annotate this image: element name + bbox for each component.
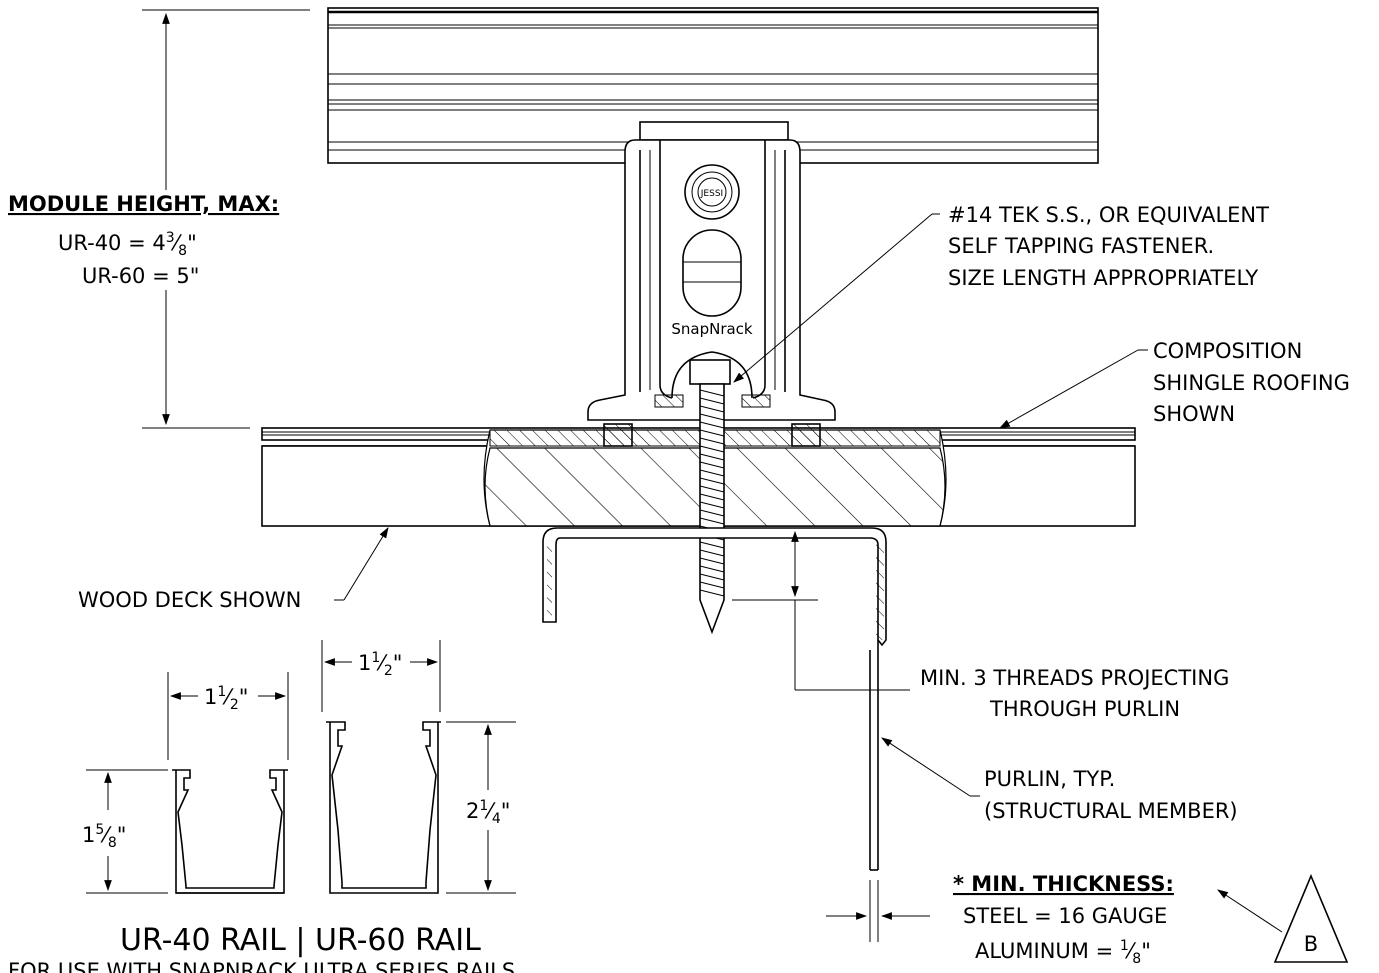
purlin — [542, 527, 887, 942]
rail-caption: UR-40 RAIL | UR-60 RAIL — [120, 923, 481, 958]
tek-screw — [689, 359, 731, 635]
roofing-line-2: SHINGLE ROOFING — [1153, 371, 1350, 395]
roofing-line-1: COMPOSITION — [1153, 339, 1302, 363]
purlin-line-2: (STRUCTURAL MEMBER) — [984, 799, 1238, 823]
purlin-line-1: PURLIN, TYP. — [984, 767, 1115, 791]
fastener-leader — [733, 213, 933, 383]
rail-subcaption: FOR USE WITH SNAPNRACK ULTRA SERIES RAIL… — [8, 959, 515, 973]
module-height-dimension — [142, 9, 310, 429]
thickness-aluminum: ALUMINUM = 1⁄8" — [975, 938, 1151, 967]
threads-line-2: THROUGH PURLIN — [989, 697, 1180, 721]
brand-label: SnapNrack — [671, 320, 753, 338]
roofing-line-3: SHOWN — [1153, 402, 1235, 426]
purlin-leader — [881, 737, 971, 797]
module-height-ur60: UR-60 = 5" — [82, 264, 199, 288]
ur40-height-dimension — [86, 769, 168, 894]
thickness-header: * MIN. THICKNESS: — [953, 872, 1174, 896]
roof-assembly — [261, 423, 1136, 527]
callout-b-leader — [1217, 889, 1283, 933]
mount-bracket: JESSI SnapNrack — [587, 121, 836, 421]
threads-line-1: MIN. 3 THREADS PROJECTING — [920, 666, 1229, 690]
ur40-width-dimension — [167, 672, 289, 760]
ur60-height-label: 21⁄4" — [466, 798, 510, 827]
callout-b-letter: B — [1304, 932, 1318, 956]
roofing-leader — [999, 349, 1139, 429]
callout-b-triangle — [1273, 873, 1349, 963]
thickness-steel: STEEL = 16 GAUGE — [963, 904, 1167, 928]
ur40-width-label: 11⁄2" — [204, 684, 248, 713]
ur60-width-label: 11⁄2" — [358, 650, 402, 679]
deck-leader — [343, 527, 389, 601]
ur60-height-dimension — [446, 721, 516, 894]
module-height-ur40: UR-40 = 43⁄8" — [58, 230, 197, 259]
ur40-rail-profile — [172, 769, 288, 894]
module-height-header: MODULE HEIGHT, MAX: — [8, 192, 279, 216]
ur60-rail-profile — [326, 721, 441, 894]
fastener-line-1: #14 TEK S.S., OR EQUIVALENT — [948, 203, 1269, 227]
fastener-line-3: SIZE LENGTH APPROPRIATELY — [948, 266, 1258, 290]
ur60-width-dimension — [321, 640, 441, 712]
wood-deck-label: WOOD DECK SHOWN — [78, 588, 301, 612]
ur40-height-label: 15⁄8" — [82, 822, 126, 851]
svg-text:JESSI: JESSI — [700, 189, 723, 199]
fastener-line-2: SELF TAPPING FASTENER. — [948, 234, 1214, 258]
thread-projection-dimension — [732, 530, 910, 691]
